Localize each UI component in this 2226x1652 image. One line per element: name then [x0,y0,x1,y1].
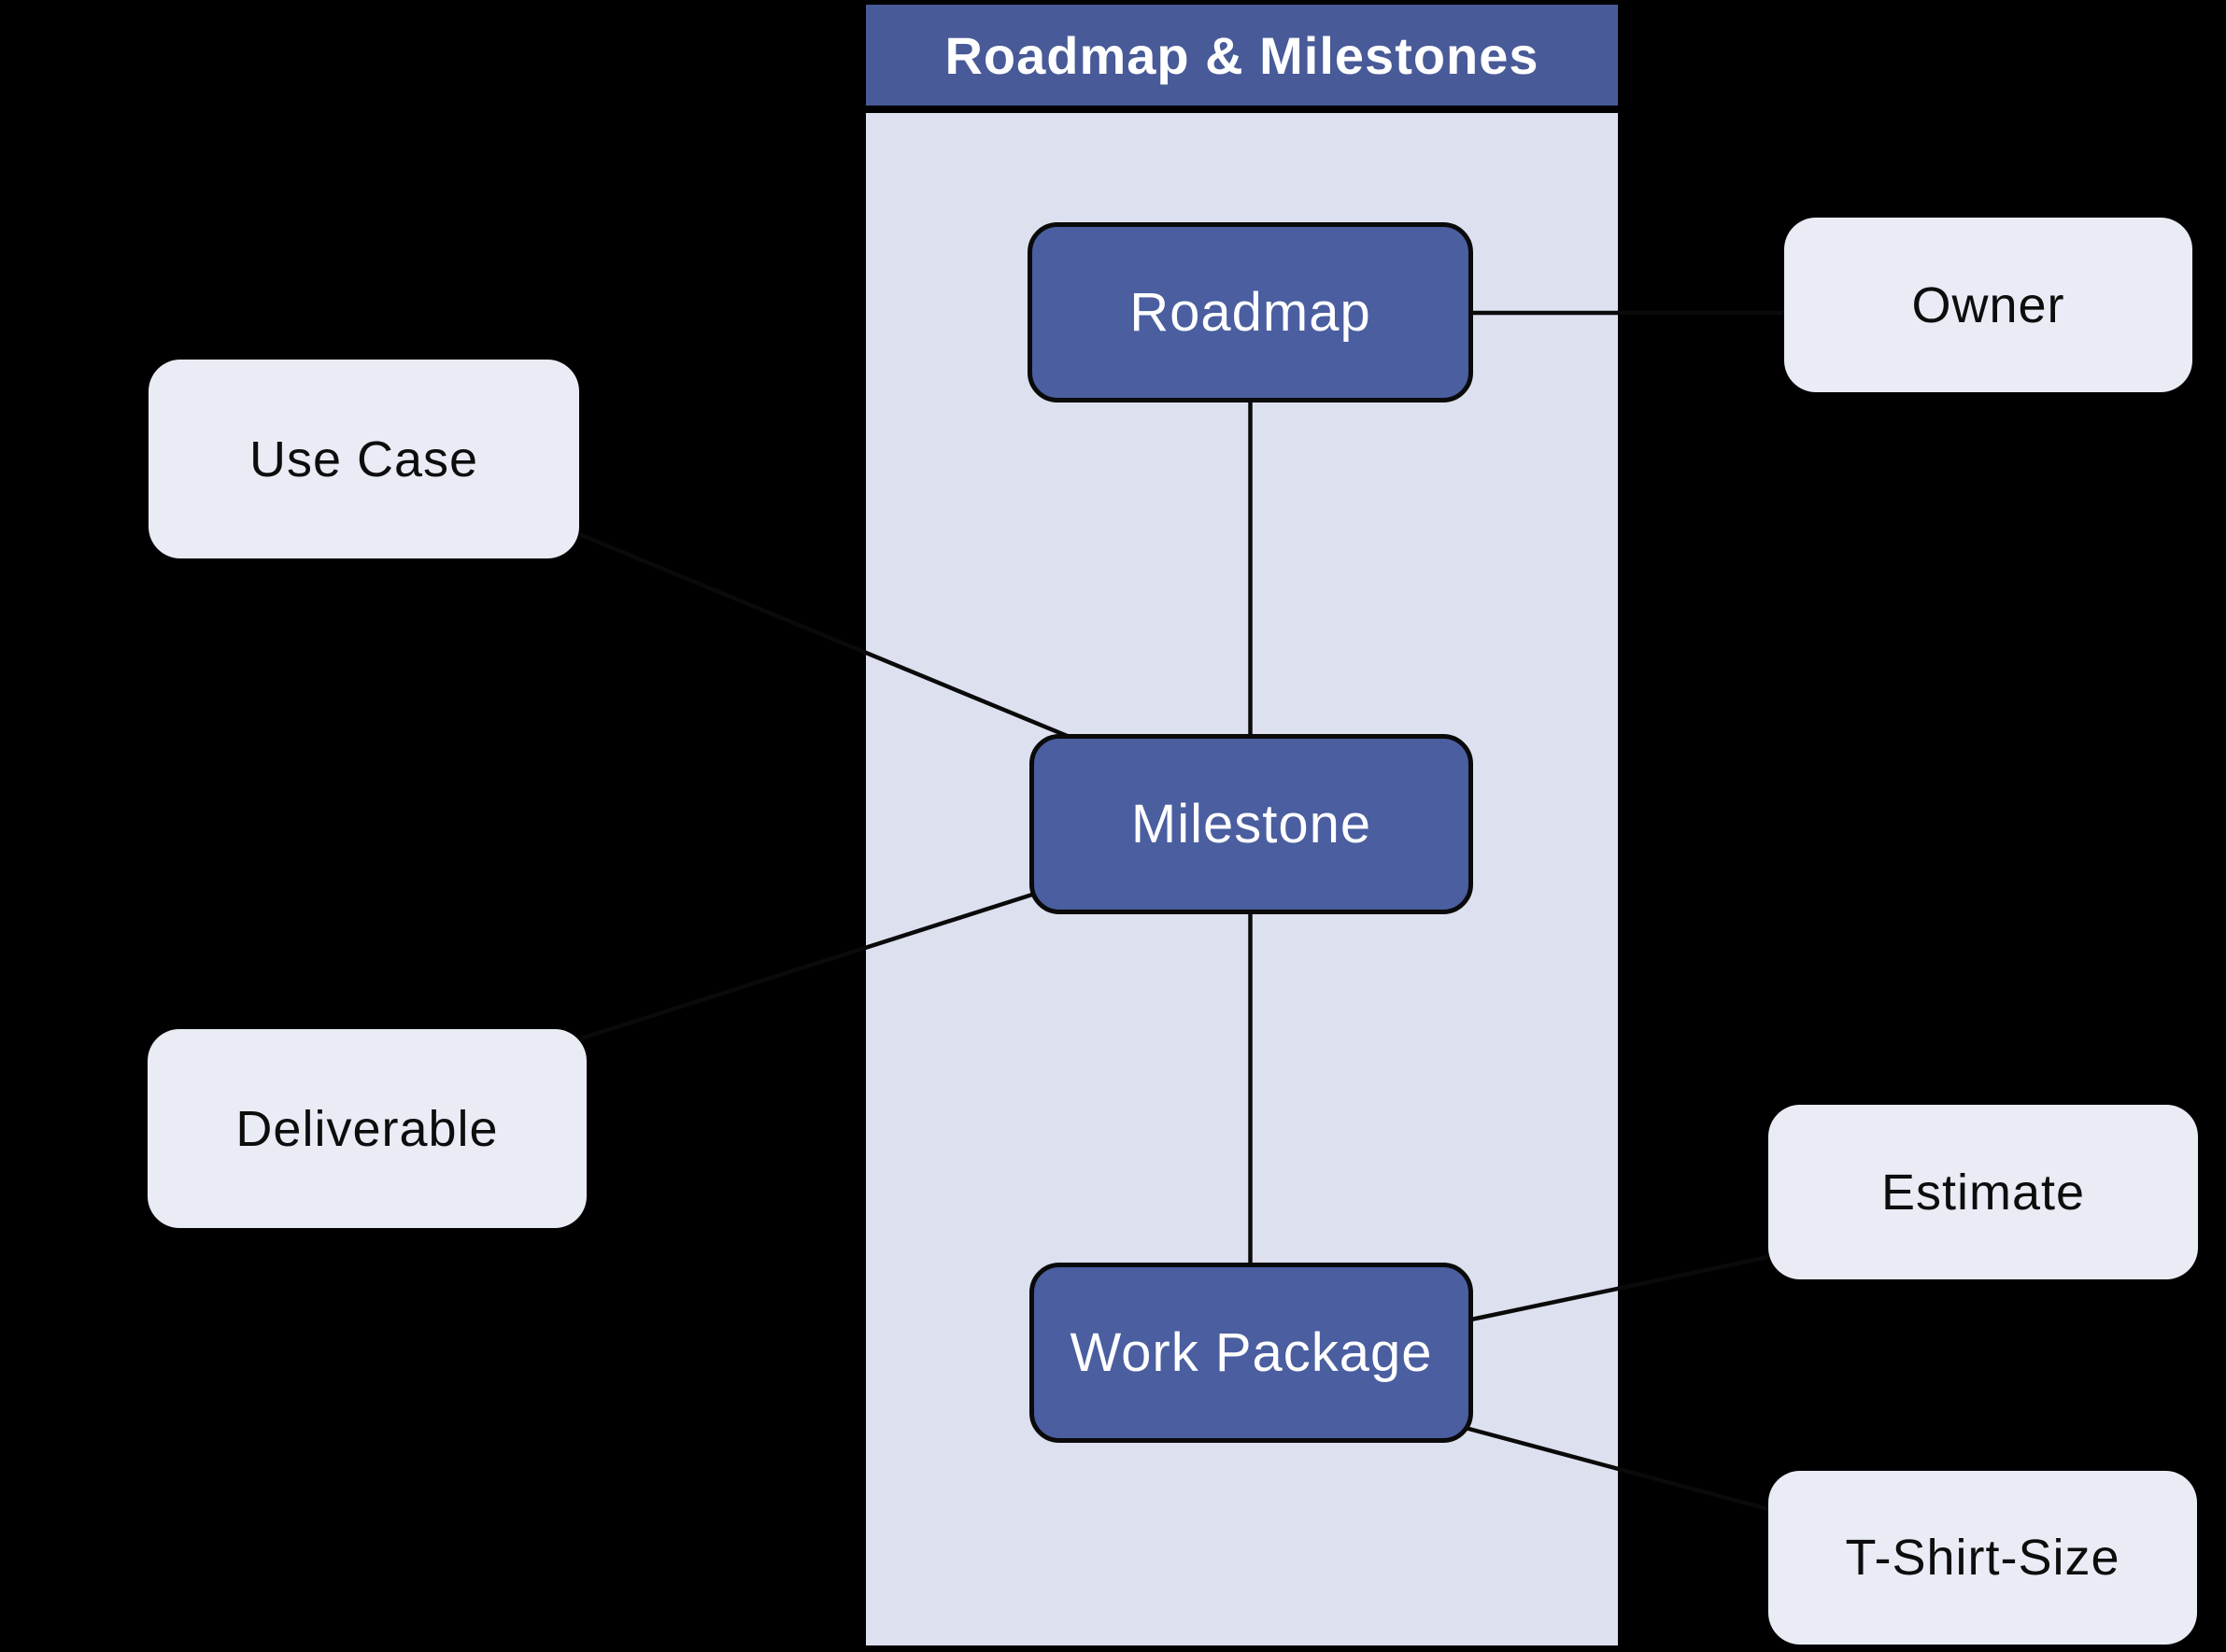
card-estimate[interactable]: Estimate [1768,1105,2198,1279]
card-use-case-label: Use Case [248,431,479,487]
container-header: Roadmap & Milestones [866,5,1618,106]
card-owner-label: Owner [1911,276,2065,333]
card-use-case[interactable]: Use Case [149,360,579,558]
container-title: Roadmap & Milestones [944,25,1539,85]
card-estimate-label: Estimate [1880,1164,2086,1221]
card-t-shirt-size-label: T-Shirt-Size [1845,1530,2120,1586]
node-work-package-label: Work Package [1070,1322,1433,1383]
card-t-shirt-size[interactable]: T-Shirt-Size [1768,1471,2197,1645]
card-deliverable[interactable]: Deliverable [148,1029,587,1228]
node-work-package[interactable]: Work Package [1029,1263,1473,1443]
card-deliverable-label: Deliverable [235,1100,499,1157]
card-owner[interactable]: Owner [1784,218,2192,392]
node-roadmap[interactable]: Roadmap [1028,222,1473,402]
node-milestone-label: Milestone [1130,794,1372,854]
node-roadmap-label: Roadmap [1129,282,1371,343]
node-milestone[interactable]: Milestone [1029,734,1473,914]
